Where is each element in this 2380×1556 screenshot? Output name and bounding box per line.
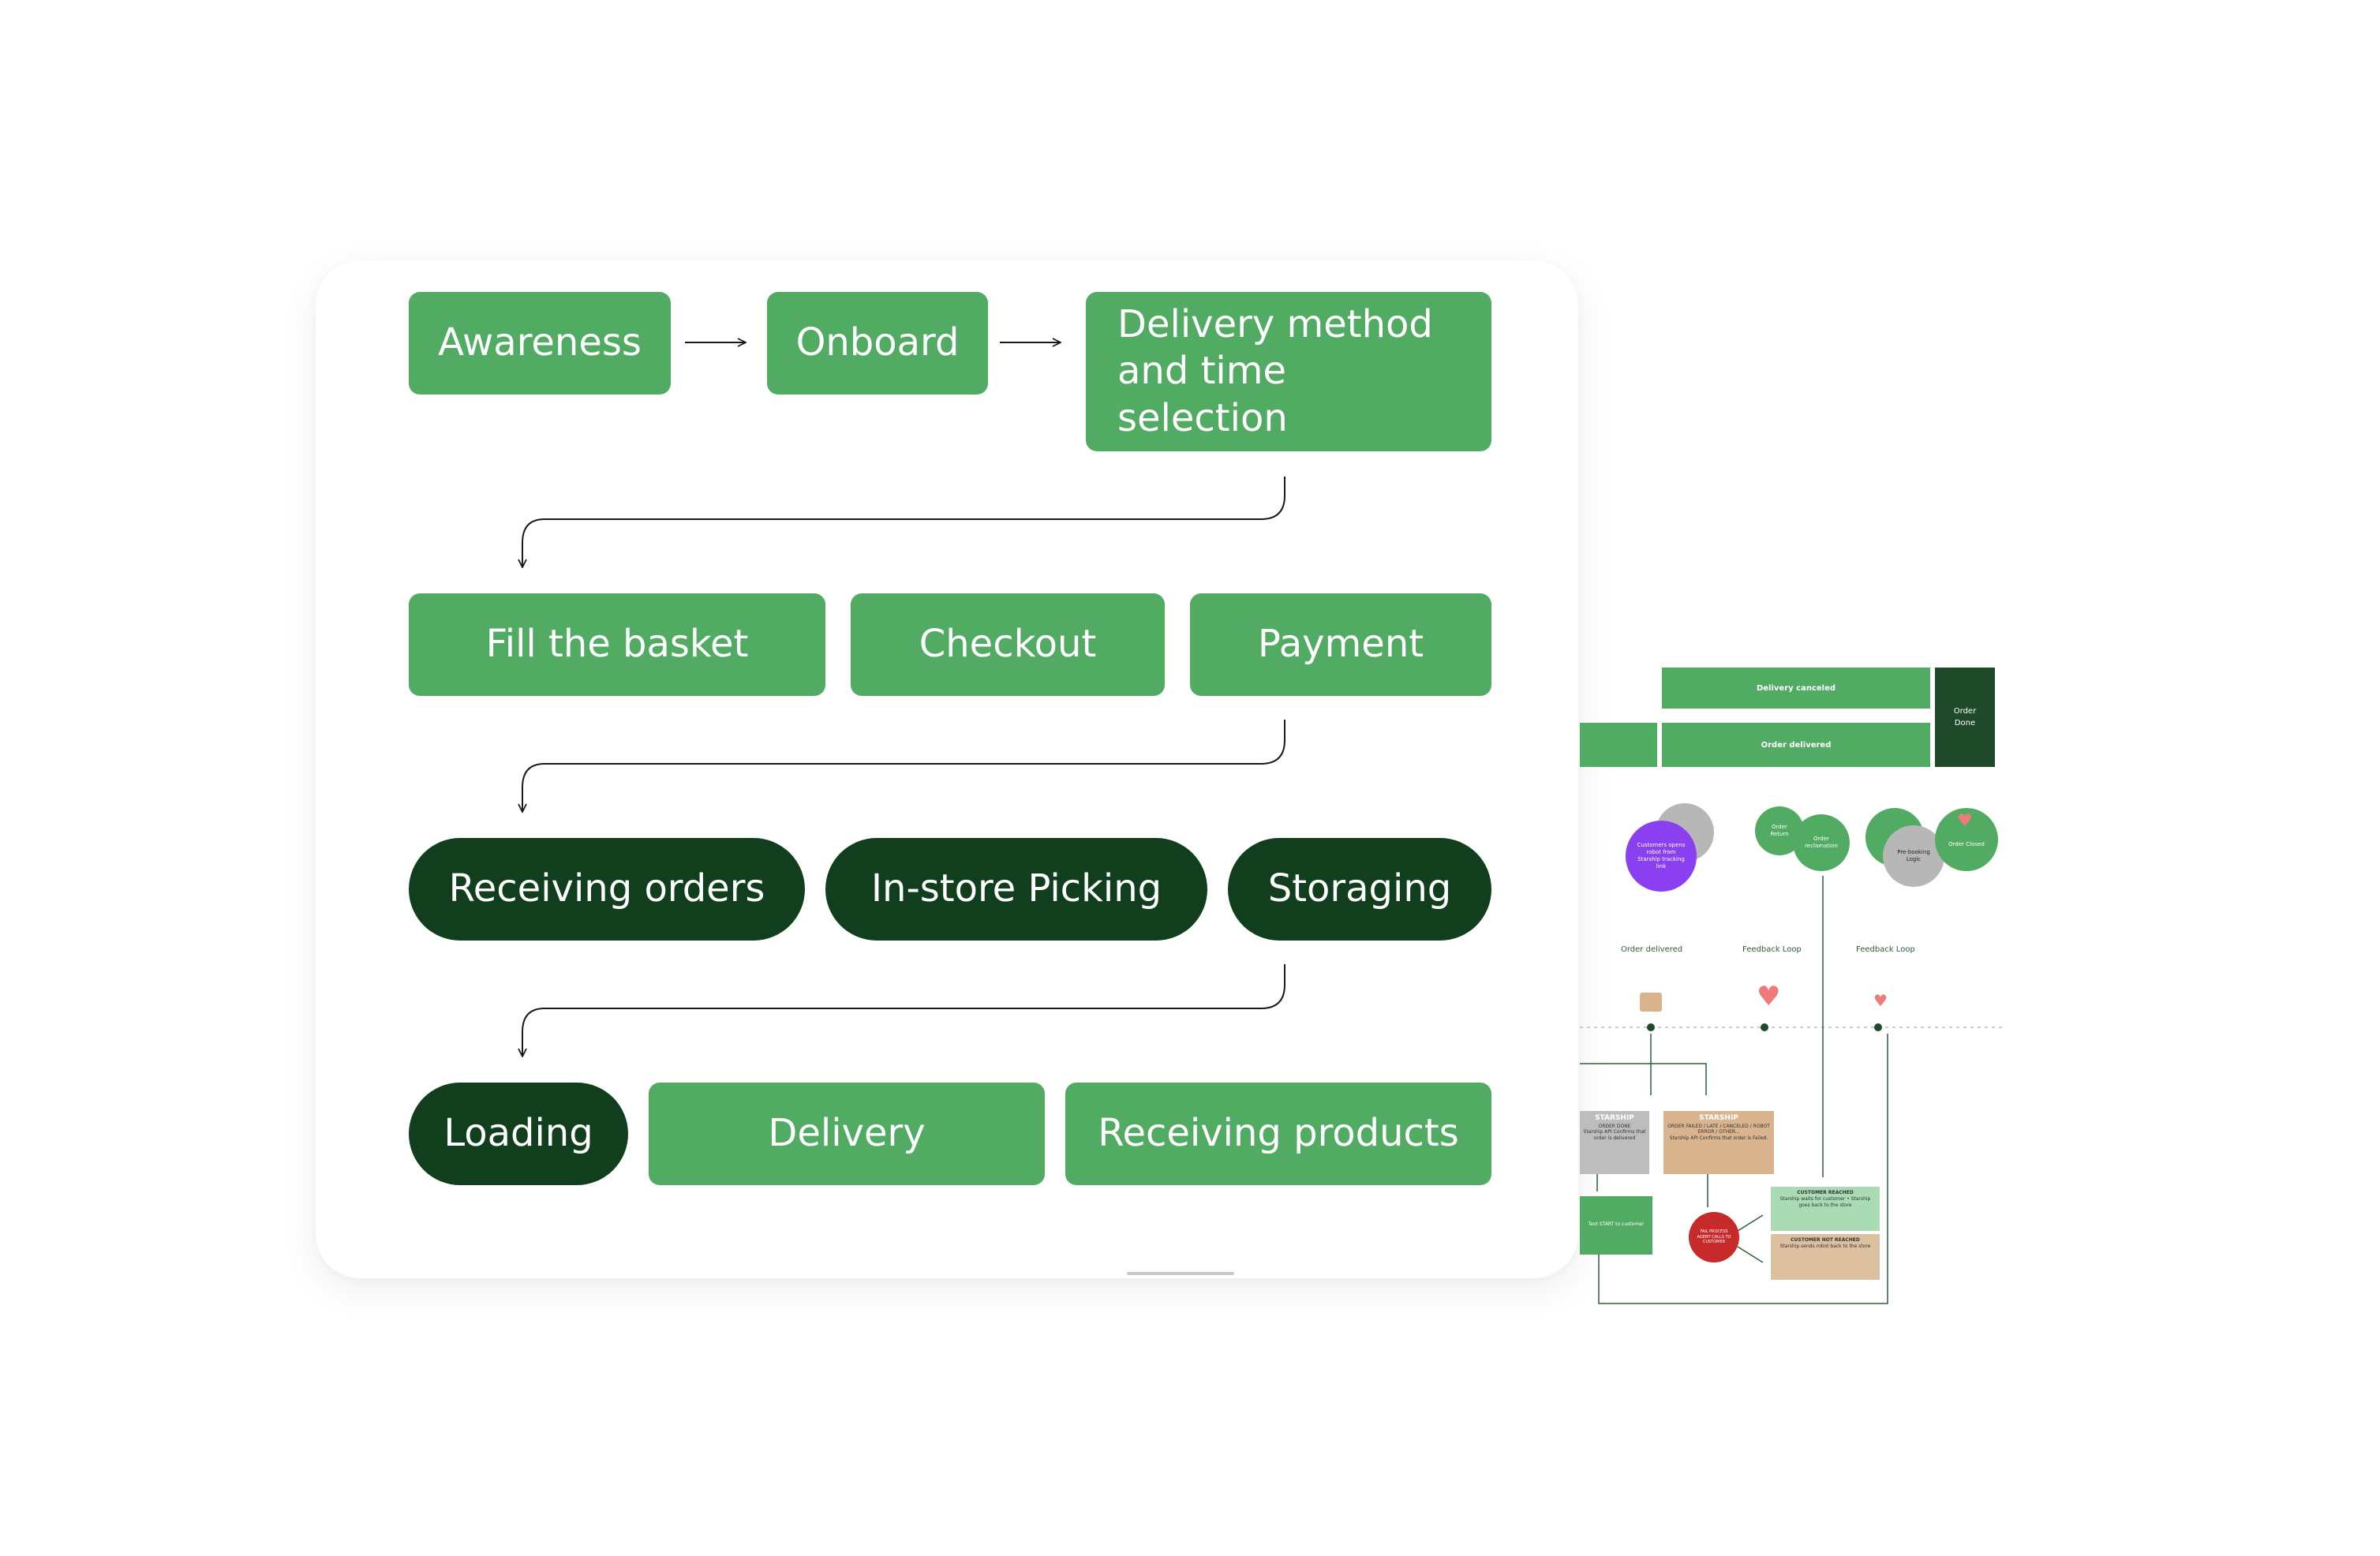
mini-card-starship-done-note: Starship API Confirms that order is deli… xyxy=(1583,1129,1646,1142)
stage-payment: Payment xyxy=(1190,593,1491,696)
stage-loading-label: Loading xyxy=(443,1111,593,1156)
mini-line-7 xyxy=(1598,1034,1888,1304)
mini-bar-order-delivered: Order delivered xyxy=(1662,723,1930,767)
mini-circle-fail-process: FAIL PROCESS AGENT CALLS TO CUSTOMER xyxy=(1689,1212,1739,1262)
mini-card-starship-done: STARSHIP ORDER DONE Starship API Confirm… xyxy=(1580,1111,1649,1174)
home-indicator xyxy=(1127,1272,1234,1275)
stage-checkout: Checkout xyxy=(851,593,1165,696)
stage-receiving-orders: Receiving orders xyxy=(409,838,805,941)
mini-circle-order-return-label: Order Return xyxy=(1770,823,1789,837)
mini-circle-order-closed-label: Order Closed xyxy=(1948,841,1985,848)
mini-card-customer-reached-title: CUSTOMER REACHED xyxy=(1797,1190,1854,1195)
mini-order-done: Order Done xyxy=(1935,668,1995,767)
mini-label-order-delivered: Order delivered xyxy=(1621,945,1683,954)
mini-line-2 xyxy=(1580,1063,1707,1095)
journey-map-preview: Delivery canceled Order delivered Order … xyxy=(1580,663,2069,1310)
stage-loading: Loading xyxy=(409,1083,628,1185)
mini-order-done-label: Order Done xyxy=(1953,707,1977,728)
stage-payment-label: Payment xyxy=(1257,622,1424,667)
stage-fill-the-basket: Fill the basket xyxy=(409,593,825,696)
mini-bar-delivery-canceled-label: Delivery canceled xyxy=(1756,683,1836,693)
stage-delivery-label: Delivery xyxy=(768,1111,926,1156)
mini-circle-fail-process-label: FAIL PROCESS AGENT CALLS TO CUSTOMER xyxy=(1697,1229,1731,1245)
stage-delivery-method: Delivery method and time selection xyxy=(1086,292,1491,451)
connector-row1-row2 xyxy=(522,477,1285,567)
stage-delivery-method-label: Delivery method and time selection xyxy=(1117,301,1433,440)
stage-in-store-picking-label: In-store Picking xyxy=(870,866,1162,911)
mini-label-feedback-loop-2: Feedback Loop xyxy=(1856,945,1915,954)
mini-card-starship-failed: STARSHIP ORDER FAILED / LATE / CANCELED … xyxy=(1663,1111,1774,1174)
stage-checkout-label: Checkout xyxy=(919,622,1097,667)
mini-card-customer-reached: CUSTOMER REACHED Starship waits for cust… xyxy=(1771,1187,1880,1231)
mini-circle-customers-label: Customers opens robot from Starship trac… xyxy=(1637,841,1686,870)
mini-label-feedback-loop-1: Feedback Loop xyxy=(1742,945,1802,954)
stage-in-store-picking: In-store Picking xyxy=(825,838,1207,941)
mini-bar-delivery-canceled: Delivery canceled xyxy=(1662,668,1930,709)
mini-connectors xyxy=(1580,876,2006,1304)
stage-receiving-orders-label: Receiving orders xyxy=(448,866,765,911)
mini-card-starship-done-body: ORDER DONE xyxy=(1598,1123,1631,1129)
mini-card-customer-not-reached-title: CUSTOMER NOT REACHED xyxy=(1791,1237,1860,1243)
mini-circle-customers-opens-robot: Customers opens robot from Starship trac… xyxy=(1626,821,1697,892)
stage-storaging: Storaging xyxy=(1228,838,1491,941)
mini-card-starship-failed-title: STARSHIP xyxy=(1699,1114,1738,1122)
stage-receiving-products: Receiving products xyxy=(1065,1083,1491,1185)
mini-card-customer-reached-body: Starship waits for customer • Starship g… xyxy=(1779,1195,1871,1208)
stage-onboard: Onboard xyxy=(767,292,988,395)
mini-circle-pre-booking-label: Pre-booking Logic xyxy=(1897,848,1930,862)
stage-fill-the-basket-label: Fill the basket xyxy=(485,622,749,667)
mini-timeline-dot-2 xyxy=(1761,1023,1768,1031)
mini-circle-order-closed: Order Closed xyxy=(1935,808,1998,871)
mini-timeline-dot-1 xyxy=(1647,1023,1655,1031)
mini-card-customer-not-reached-body: Starship sends robot back to the store xyxy=(1779,1243,1871,1249)
mini-box-icon xyxy=(1640,993,1662,1012)
connector-row2-row3 xyxy=(522,720,1285,811)
mini-card-starship-failed-note: Starship API Confirms that order is Fail… xyxy=(1669,1135,1768,1142)
connector-row3-row4 xyxy=(522,964,1285,1056)
mini-card-starship-failed-body: ORDER FAILED / LATE / CANCELED / ROBOT E… xyxy=(1667,1123,1770,1135)
mini-circle-pre-booking-logic: Pre-booking Logic xyxy=(1883,825,1944,887)
mini-card-customer-not-reached: CUSTOMER NOT REACHED Starship sends robo… xyxy=(1771,1234,1880,1280)
mini-card-green-label: Text START to customer xyxy=(1588,1221,1645,1227)
mini-card-starship-done-title: STARSHIP xyxy=(1595,1114,1634,1122)
mini-card-green: Text START to customer xyxy=(1580,1196,1652,1255)
mini-line-5 xyxy=(1737,1214,1764,1263)
stage-awareness: Awareness xyxy=(409,292,671,395)
stage-awareness-label: Awareness xyxy=(438,320,642,365)
stage-storaging-label: Storaging xyxy=(1267,866,1452,911)
mini-heart-icon-1: ♥ xyxy=(1957,811,1973,831)
mini-bar-left-stub xyxy=(1580,723,1657,767)
mini-heart-icon-3: ♥ xyxy=(1873,991,1888,1010)
stage-delivery: Delivery xyxy=(649,1083,1045,1185)
stage-receiving-products-label: Receiving products xyxy=(1098,1111,1459,1156)
mini-circle-order-reclamation-label: Order reclamation xyxy=(1805,835,1838,849)
mini-heart-icon-2: ♥ xyxy=(1757,981,1781,1012)
mini-bar-order-delivered-label: Order delivered xyxy=(1761,740,1832,750)
mini-timeline-dot-3 xyxy=(1874,1023,1882,1031)
mini-circle-order-reclamation: Order reclamation xyxy=(1793,814,1850,871)
stage-onboard-label: Onboard xyxy=(795,320,960,365)
